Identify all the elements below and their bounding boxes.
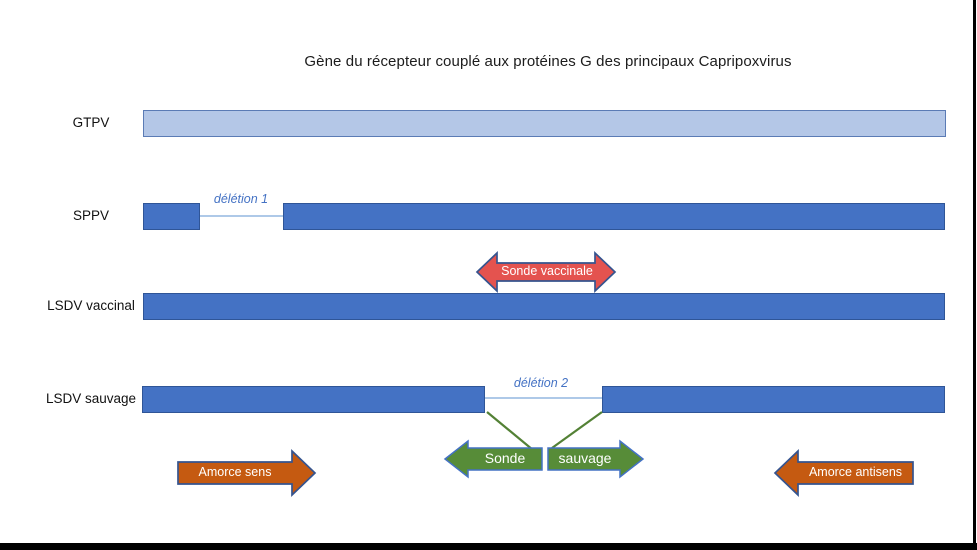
row-label-lsdv-sauvage: LSDV sauvage [45, 391, 137, 406]
deletion-1-label: délétion 1 [213, 192, 269, 206]
probe-wild-left-label: Sonde [484, 450, 526, 466]
row-label-sppv: SPPV [72, 208, 110, 223]
figure-title: Gène du récepteur couplé aux protéines G… [304, 53, 792, 70]
gene-bar-lsdv-vaccinal [143, 293, 945, 320]
deletion-2-connector-right [551, 411, 603, 449]
row-label-lsdv-vaccinal: LSDV vaccinal [47, 298, 135, 313]
deletion-2-connector-left [486, 411, 534, 451]
primer-forward-label: Amorce sens [198, 465, 272, 479]
primer-forward-arrow-icon [177, 449, 317, 497]
primer-reverse-label: Amorce antisens [808, 465, 903, 479]
frame-bottom-border [0, 543, 977, 550]
frame-right-border [973, 0, 976, 550]
deletion-2-label: délétion 2 [513, 376, 569, 390]
gene-bar-sppv-segment-2 [283, 203, 945, 230]
probe-wild-left-arrow-icon [443, 439, 543, 479]
probe-vaccine-double-arrow-icon [475, 251, 617, 293]
gene-bar-lsdv-sauvage-segment-1 [142, 386, 485, 413]
probe-vaccine-label: Sonde vaccinale [501, 264, 593, 278]
deletion-2-gap-line [485, 397, 602, 399]
deletion-1-gap-line [200, 215, 283, 217]
probe-wild-right-arrow-icon [547, 439, 645, 479]
primer-reverse-arrow-icon [773, 449, 914, 497]
probe-wild-right-label: sauvage [558, 450, 612, 466]
gene-bar-sppv-segment-1 [143, 203, 200, 230]
gene-bar-gtpv [143, 110, 946, 137]
gene-bar-lsdv-sauvage-segment-2 [602, 386, 945, 413]
row-label-gtpv: GTPV [72, 115, 110, 130]
